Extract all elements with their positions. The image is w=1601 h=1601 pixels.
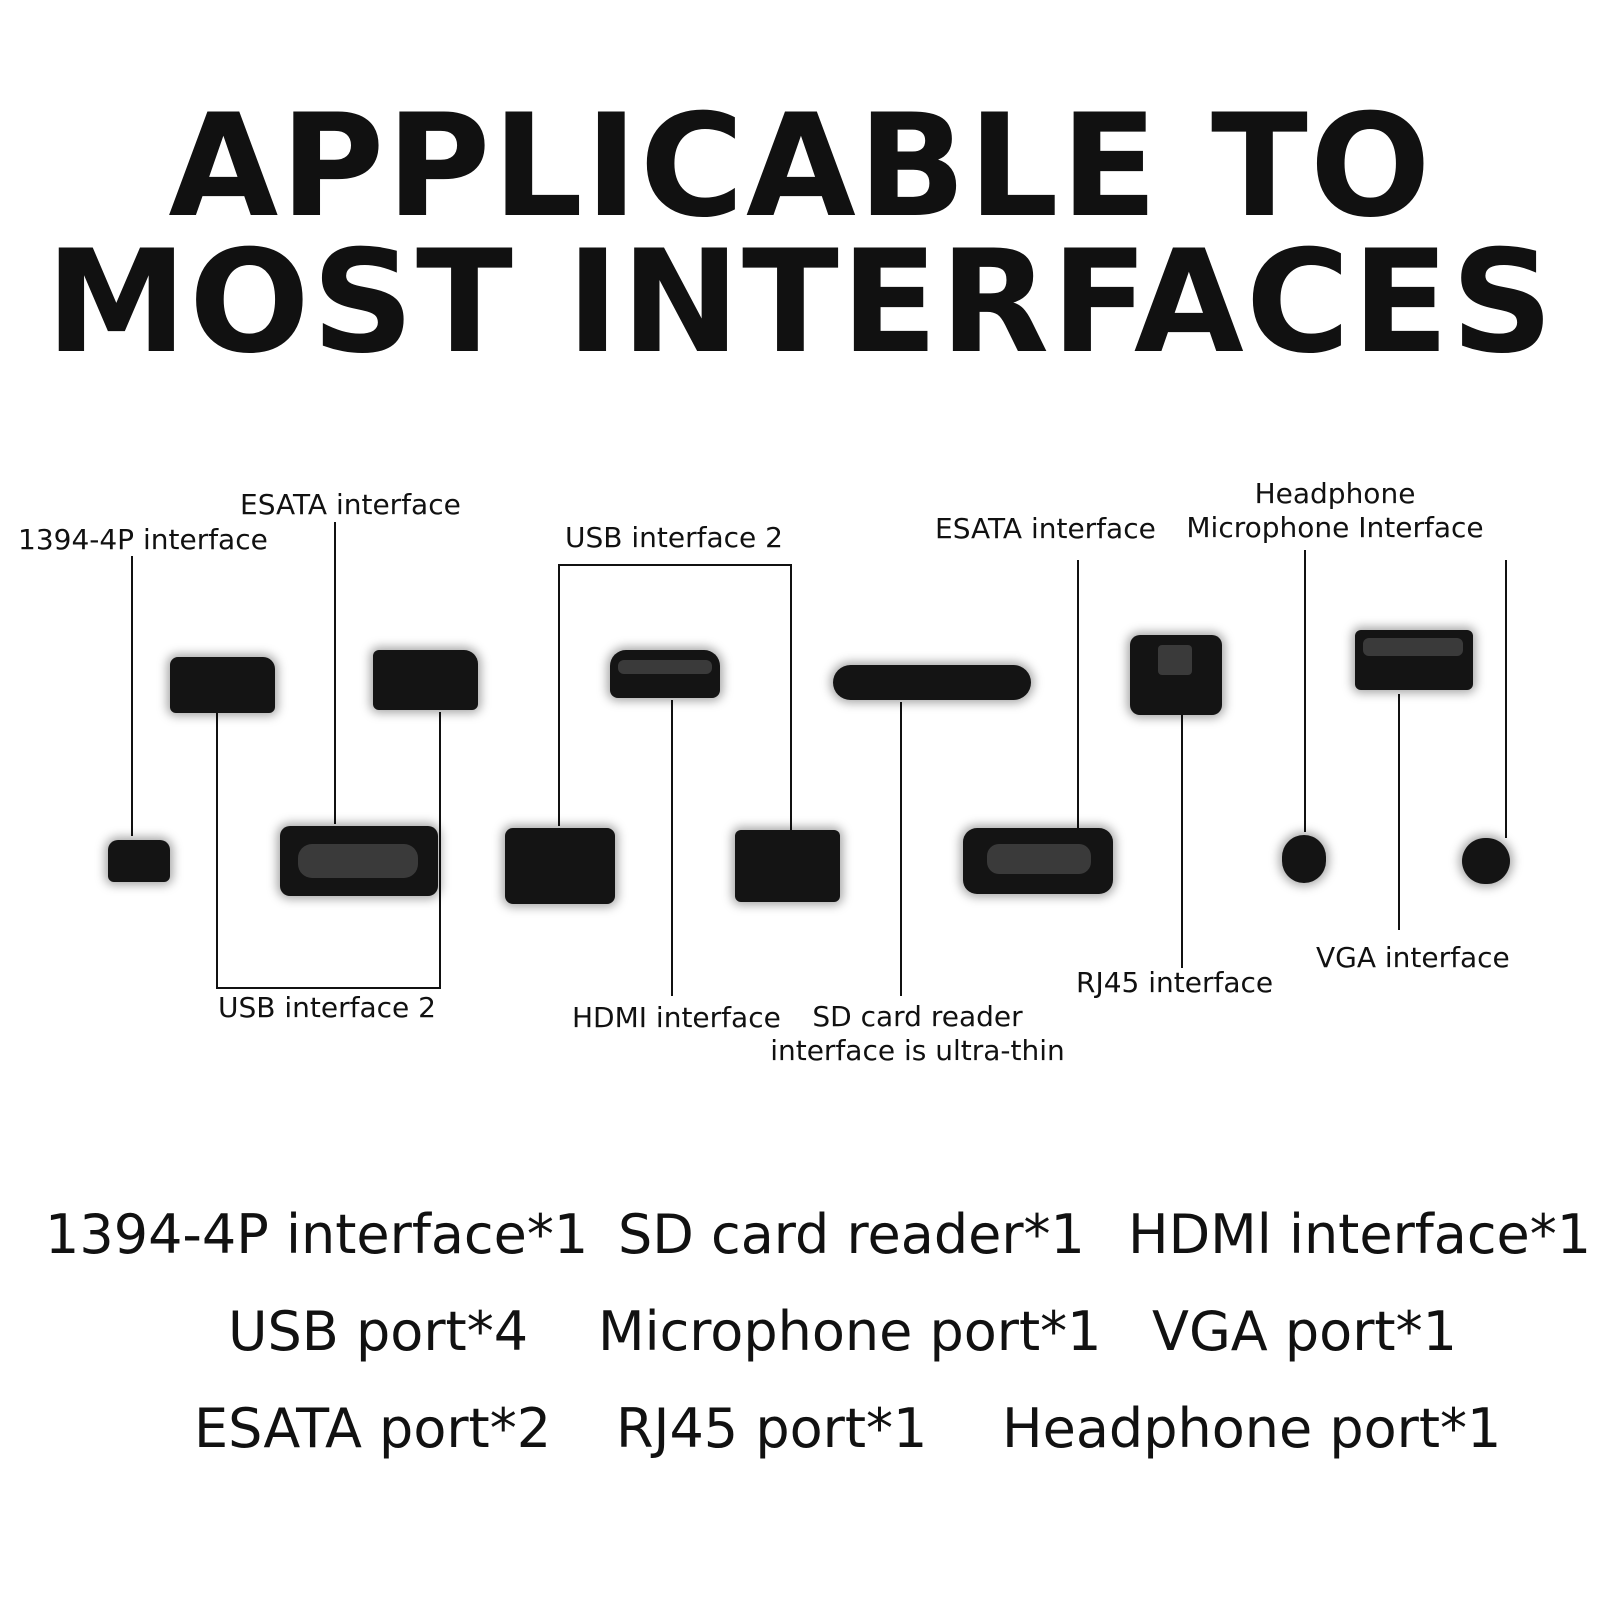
headphone-plug <box>1282 835 1326 883</box>
leader-rj45 <box>1181 712 1183 968</box>
esata-plug-left-face <box>298 844 418 878</box>
label-1394-4p: 1394-4P interface <box>18 523 268 556</box>
leader-esata-right <box>1077 560 1079 828</box>
label-sd-card-line2: interface is ultra-thin <box>770 1034 1065 1067</box>
leader-vga <box>1398 694 1400 930</box>
label-sd-card-line1: SD card reader <box>812 1000 1023 1033</box>
vga-plug-face <box>1363 638 1463 656</box>
summary-esata: ESATA port*2 <box>194 1397 552 1460</box>
bracket-usb-bottom-right <box>439 712 441 989</box>
label-usb2-top: USB interface 2 <box>565 521 783 554</box>
hdmi-plug <box>610 650 720 698</box>
label-headphone-mic-line1: Headphone <box>1254 477 1416 510</box>
label-vga: VGA interface <box>1316 941 1510 974</box>
summary-1394: 1394-4P interface*1 <box>45 1203 589 1266</box>
sd-card-plug <box>833 665 1031 700</box>
usb-plug-4 <box>735 830 840 902</box>
summary-vga: VGA port*1 <box>1152 1300 1457 1363</box>
label-headphone-mic: Headphone Microphone Interface <box>1180 477 1490 545</box>
leader-headphone <box>1304 550 1306 832</box>
label-headphone-mic-line2: Microphone Interface <box>1186 511 1484 544</box>
esata-plug-right <box>963 828 1113 894</box>
leader-mic <box>1505 560 1507 838</box>
ieee1394-plug <box>108 840 170 882</box>
label-rj45: RJ45 interface <box>1076 966 1274 999</box>
label-sd-card: SD card reader interface is ultra-thin <box>765 1000 1070 1068</box>
label-esata-left: ESATA interface <box>240 488 461 521</box>
summary-rj45: RJ45 port*1 <box>616 1397 928 1460</box>
leader-hdmi <box>671 700 673 996</box>
usb-plug-2 <box>373 650 478 710</box>
bracket-usb-top-right <box>790 564 792 830</box>
summary-usb: USB port*4 <box>228 1300 529 1363</box>
label-hdmi: HDMI interface <box>572 1001 781 1034</box>
usb-plug-1 <box>170 657 275 713</box>
bracket-usb-bottom-left <box>216 712 218 989</box>
label-esata-right: ESATA interface <box>935 512 1156 545</box>
title-line-2: MOST INTERFACES <box>45 220 1556 385</box>
bracket-usb-top-left <box>558 564 560 826</box>
leader-sd <box>900 702 902 996</box>
summary-headphone: Headphone port*1 <box>1002 1397 1502 1460</box>
leader-esata-left <box>334 522 336 824</box>
rj45-plug-notch <box>1158 645 1192 675</box>
hdmi-plug-face <box>618 660 712 674</box>
vga-plug <box>1355 630 1473 690</box>
summary-hdmi: HDMl interface*1 <box>1128 1203 1592 1266</box>
microphone-plug <box>1462 838 1510 884</box>
esata-plug-left <box>280 826 438 896</box>
bracket-usb-top-bar <box>558 564 792 566</box>
label-usb2-bottom: USB interface 2 <box>218 991 436 1024</box>
esata-plug-right-face <box>987 844 1091 874</box>
bracket-usb-bottom-bar <box>216 987 441 989</box>
title-line-1: APPLICABLE TO <box>168 84 1433 249</box>
summary-microphone: Microphone port*1 <box>598 1300 1102 1363</box>
summary-sd: SD card reader*1 <box>618 1203 1085 1266</box>
leader-1394 <box>131 556 133 836</box>
rj45-plug <box>1130 635 1222 715</box>
usb-plug-3 <box>505 828 615 904</box>
